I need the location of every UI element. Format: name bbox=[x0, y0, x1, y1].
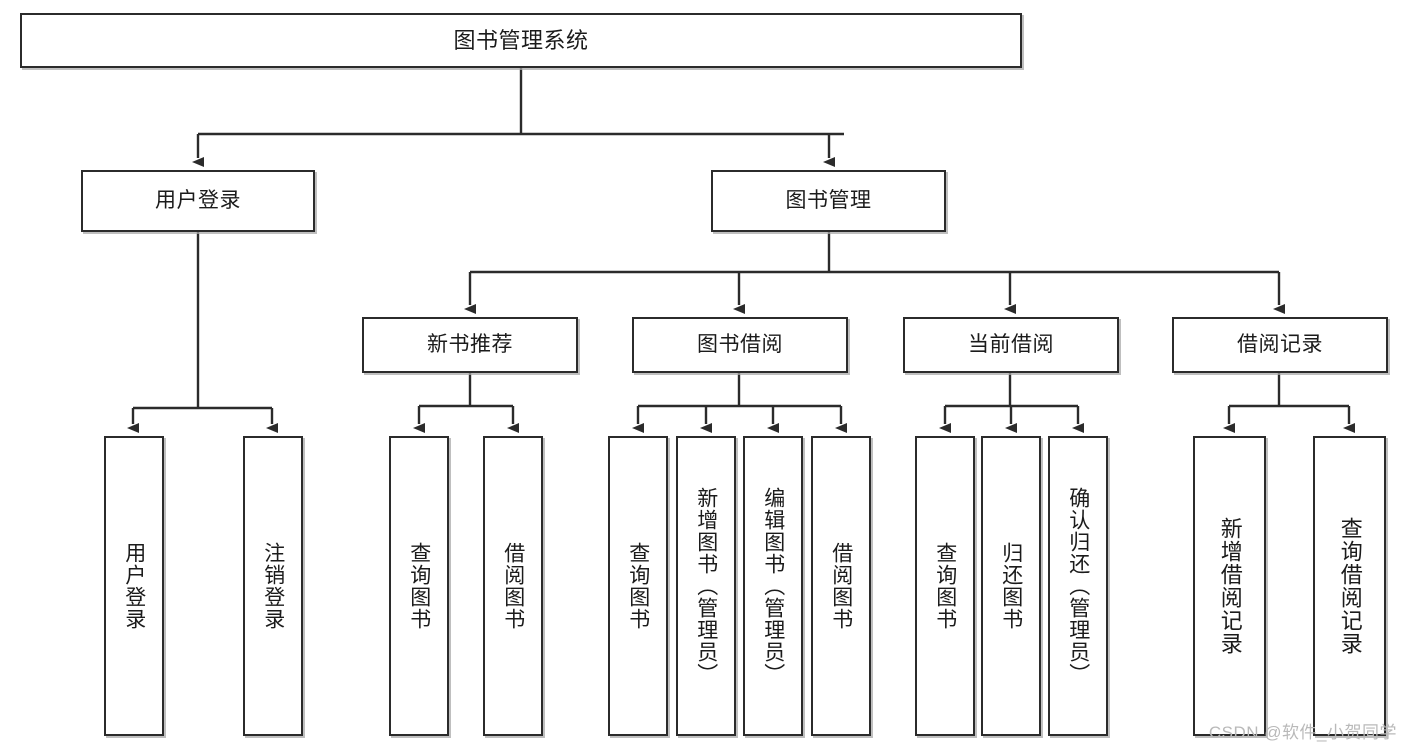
node-label: 查询借阅记录 bbox=[1337, 517, 1363, 655]
node-borrow-record[interactable]: 借阅记录 bbox=[1172, 317, 1388, 373]
node-label: 借阅图书 bbox=[829, 542, 853, 630]
leaf-confirm-return-admin[interactable]: 确认归还（管理员） bbox=[1048, 436, 1108, 736]
node-label: 用户登录 bbox=[155, 188, 241, 212]
node-label: 借阅记录 bbox=[1237, 332, 1323, 356]
leaf-query-book-newbook[interactable]: 查询图书 bbox=[389, 436, 449, 736]
node-label: 新增借阅记录 bbox=[1217, 517, 1243, 655]
node-label: 借阅图书 bbox=[501, 542, 525, 630]
node-label: 查询图书 bbox=[933, 542, 957, 630]
node-root-system[interactable]: 图书管理系统 bbox=[20, 13, 1022, 68]
node-label: 图书管理 bbox=[785, 188, 872, 212]
node-label: 用户登录 bbox=[122, 542, 146, 630]
watermark: CSDN @软件_小贺同学 bbox=[1208, 723, 1397, 742]
node-label: 图书借阅 bbox=[697, 332, 783, 356]
leaf-logout[interactable]: 注销登录 bbox=[243, 436, 303, 736]
leaf-add-book-admin[interactable]: 新增图书（管理员） bbox=[676, 436, 736, 736]
leaf-query-borrow-record[interactable]: 查询借阅记录 bbox=[1313, 436, 1386, 736]
node-current-borrow[interactable]: 当前借阅 bbox=[903, 317, 1119, 373]
leaf-query-book-current[interactable]: 查询图书 bbox=[915, 436, 975, 736]
node-user-login[interactable]: 用户登录 bbox=[81, 170, 315, 232]
leaf-query-book-borrow[interactable]: 查询图书 bbox=[608, 436, 668, 736]
node-label: 编辑图书（管理员） bbox=[761, 487, 785, 685]
leaf-user-login[interactable]: 用户登录 bbox=[104, 436, 164, 736]
node-label: 查询图书 bbox=[626, 542, 650, 630]
leaf-borrow-book-newbook[interactable]: 借阅图书 bbox=[483, 436, 543, 736]
node-book-borrow[interactable]: 图书借阅 bbox=[632, 317, 848, 373]
node-label: 归还图书 bbox=[999, 542, 1023, 630]
node-label: 注销登录 bbox=[261, 542, 285, 630]
leaf-return-book[interactable]: 归还图书 bbox=[981, 436, 1041, 736]
node-label: 确认归还（管理员） bbox=[1066, 487, 1090, 685]
leaf-borrow-book[interactable]: 借阅图书 bbox=[811, 436, 871, 736]
node-book-management[interactable]: 图书管理 bbox=[711, 170, 946, 232]
node-new-book-recommend[interactable]: 新书推荐 bbox=[362, 317, 578, 373]
node-label: 新书推荐 bbox=[427, 332, 513, 356]
node-label: 当前借阅 bbox=[968, 332, 1054, 356]
node-label: 查询图书 bbox=[407, 542, 431, 630]
node-label: 新增图书（管理员） bbox=[694, 487, 718, 685]
node-label: 图书管理系统 bbox=[453, 27, 589, 53]
leaf-add-borrow-record[interactable]: 新增借阅记录 bbox=[1193, 436, 1266, 736]
leaf-edit-book-admin[interactable]: 编辑图书（管理员） bbox=[743, 436, 803, 736]
